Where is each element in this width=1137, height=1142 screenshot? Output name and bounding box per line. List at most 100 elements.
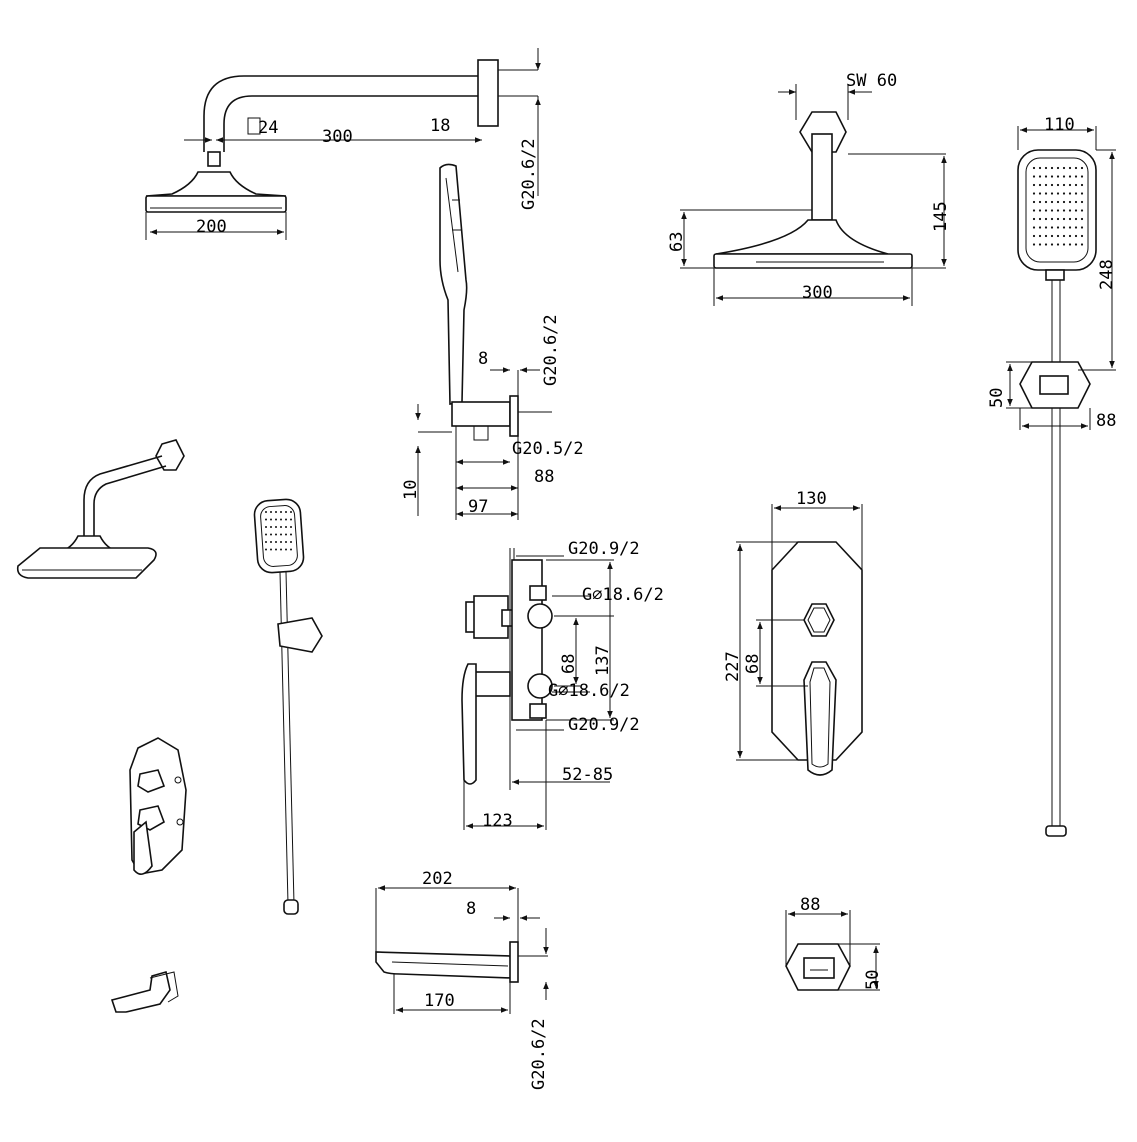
spray-hole [1032,234,1036,238]
spray-hole [1080,217,1084,221]
spray-hole [270,533,272,536]
dim-slide-110: 110 [1044,115,1075,135]
spray-hole [1074,226,1078,229]
spray-hole [1068,200,1072,204]
dim-arm-offset: 18 [430,116,450,136]
spray-hole [1068,175,1072,178]
spray-hole [1032,183,1036,187]
spray-hole [1044,166,1048,170]
spray-hole [1038,217,1042,221]
spray-hole [275,541,277,543]
spray-hole [265,541,267,543]
spray-hole [1068,209,1072,212]
spray-hole [270,541,272,543]
dim-mixer-68: 68 [559,654,579,674]
spray-hole [1080,183,1084,187]
dim-head-width: 200 [196,217,227,237]
dim-trim-68: 68 [743,654,763,674]
spray-hole [1080,200,1084,204]
spray-nozzle-pattern [1032,166,1084,246]
spray-hole [1074,166,1078,170]
dim-trim-130: 130 [796,489,827,509]
dim-hand-88: 88 [534,467,554,487]
dim-trim-227: 227 [723,651,743,682]
spray-hole [1068,217,1072,221]
spray-hole [1056,200,1060,204]
spray-hole [285,518,287,521]
spray-hole [1074,200,1078,204]
spray-hole [1068,183,1072,187]
spray-hole [1074,175,1078,178]
spray-hole [1050,234,1054,238]
spray-hole [1074,234,1078,238]
spray-hole [265,511,267,513]
dim-elbow-50: 50 [863,970,883,990]
spray-hole [280,511,282,513]
spray-hole [1044,243,1048,246]
spray-hole [1062,226,1066,229]
dim-hand-8: 8 [478,349,488,369]
dim-spout-202: 202 [422,869,453,889]
dim-rain-300: 300 [802,283,833,303]
spray-hole [1068,226,1072,229]
spray-hole [1062,234,1066,238]
spray-hole [1050,209,1054,212]
spray-hole [290,533,292,536]
spray-hole [265,533,267,536]
spray-hole [1074,209,1078,212]
dim-square-24: 24 [258,118,278,138]
spray-hole [1068,166,1072,170]
spray-hole [265,548,267,551]
spray-hole [1038,192,1042,195]
spray-hole [1062,192,1066,195]
spray-hole [1074,192,1078,195]
spray-hole [1056,217,1060,221]
dim-rain-145: 145 [931,201,951,232]
spray-hole [1068,243,1072,246]
spray-hole [1080,192,1084,195]
dim-slide-50: 50 [987,388,1007,408]
dim-hand-10: 10 [401,480,421,500]
spray-hole [1032,192,1036,195]
spray-hole [1062,175,1066,178]
spray-hole [280,518,282,521]
spray-hole [1056,192,1060,195]
spray-hole [290,548,292,551]
spray-hole [1056,209,1060,212]
dim-spout-8: 8 [466,899,476,919]
dim-mixer-g18-bottom: G⌀18.6/2 [548,681,630,701]
dim-hand-thread-top: G20.6/2 [541,314,561,386]
slide-bar-drawing: 110 248 50 88 [987,115,1117,837]
dim-mixer-137: 137 [593,645,613,676]
spray-hole [1080,226,1084,229]
spray-hole [1062,209,1066,212]
spray-hole [1038,234,1042,238]
spray-hole [1050,192,1054,195]
hand-shower-side-drawing: G20.6/2 8 G20.5/2 88 10 97 [401,163,584,520]
spray-hole [1050,166,1054,170]
mixer-isometric [129,737,187,875]
spray-hole [1074,183,1078,187]
spray-hole [270,511,272,513]
spray-hole [1044,183,1048,187]
dim-slide-88: 88 [1096,411,1116,431]
dim-elbow-88: 88 [800,895,820,915]
spray-hole [1056,166,1060,170]
spray-hole [1032,175,1036,178]
spray-hole [1044,192,1048,195]
spray-hole [275,526,277,528]
spray-hole [265,518,267,521]
dim-spout-thread: G20.6/2 [529,1018,549,1090]
spray-hole [1038,226,1042,229]
spray-hole [1050,175,1054,178]
spray-hole [270,518,272,521]
dim-hand-thread-bottom: G20.5/2 [512,439,584,459]
spray-hole [1050,243,1054,246]
spray-hole [285,541,287,543]
spout-isometric [110,970,179,1013]
spray-hole [265,526,267,528]
spray-hole [1056,234,1060,238]
spray-hole [1032,226,1036,229]
spray-hole [280,541,282,543]
spray-hole [1032,209,1036,212]
